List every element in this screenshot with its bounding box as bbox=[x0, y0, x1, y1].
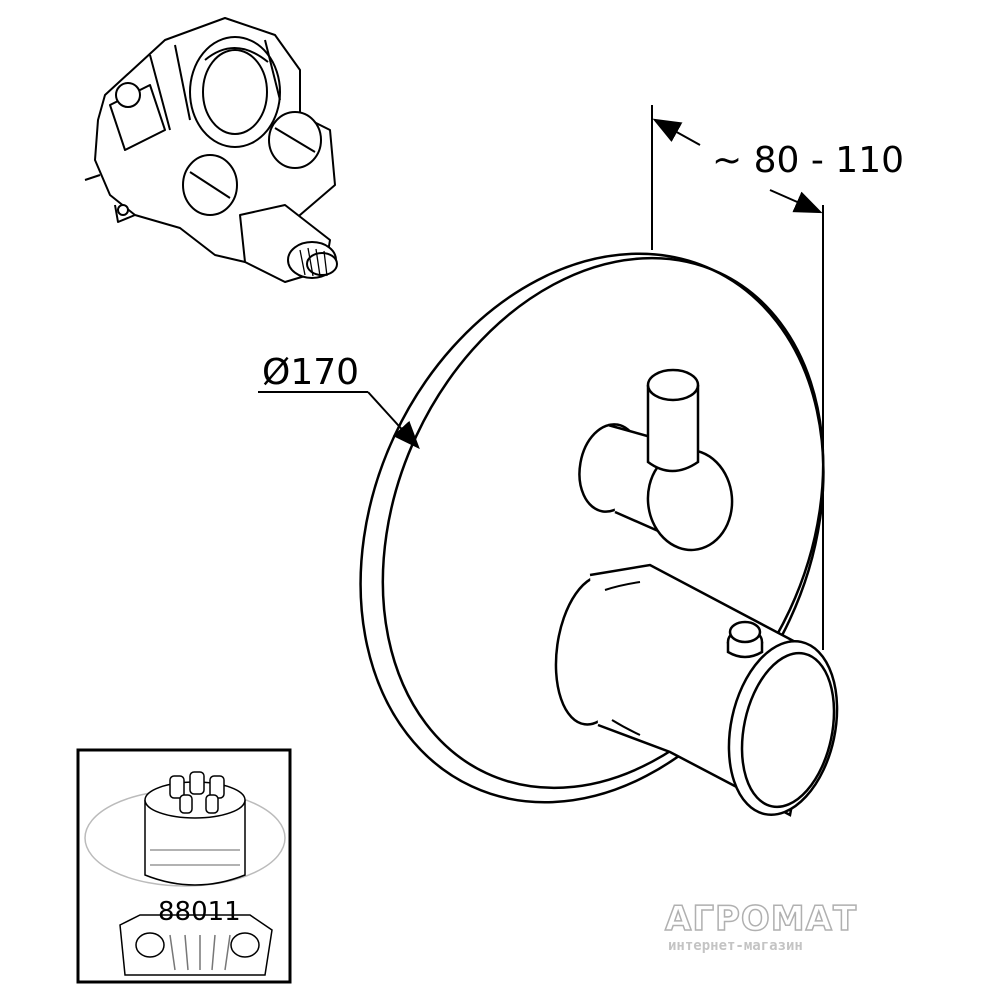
depth-dimension-label: ~ 80 - 110 bbox=[712, 140, 904, 181]
part-number-label: 88011 bbox=[158, 897, 241, 927]
diameter-leader-arrow bbox=[367, 391, 420, 450]
watermark-brand: АГРОМАТ bbox=[665, 899, 857, 939]
inset-box: 88011 bbox=[76, 748, 292, 984]
watermark: АГРОМАТ интернет-магазин bbox=[664, 898, 857, 954]
thermostat-handle bbox=[554, 563, 839, 817]
inset-cartridge-illustration bbox=[84, 771, 286, 976]
diverter-lever bbox=[578, 368, 734, 552]
watermark-subtitle: интернет-магазин bbox=[668, 938, 803, 954]
diameter-dimension bbox=[258, 391, 420, 450]
diameter-dimension-label: Ø170 bbox=[262, 352, 359, 393]
depth-dimension bbox=[651, 105, 824, 650]
depth-arrow-right bbox=[769, 189, 823, 214]
depth-arrow-left bbox=[652, 118, 701, 146]
valve-body-illustration bbox=[84, 17, 338, 283]
